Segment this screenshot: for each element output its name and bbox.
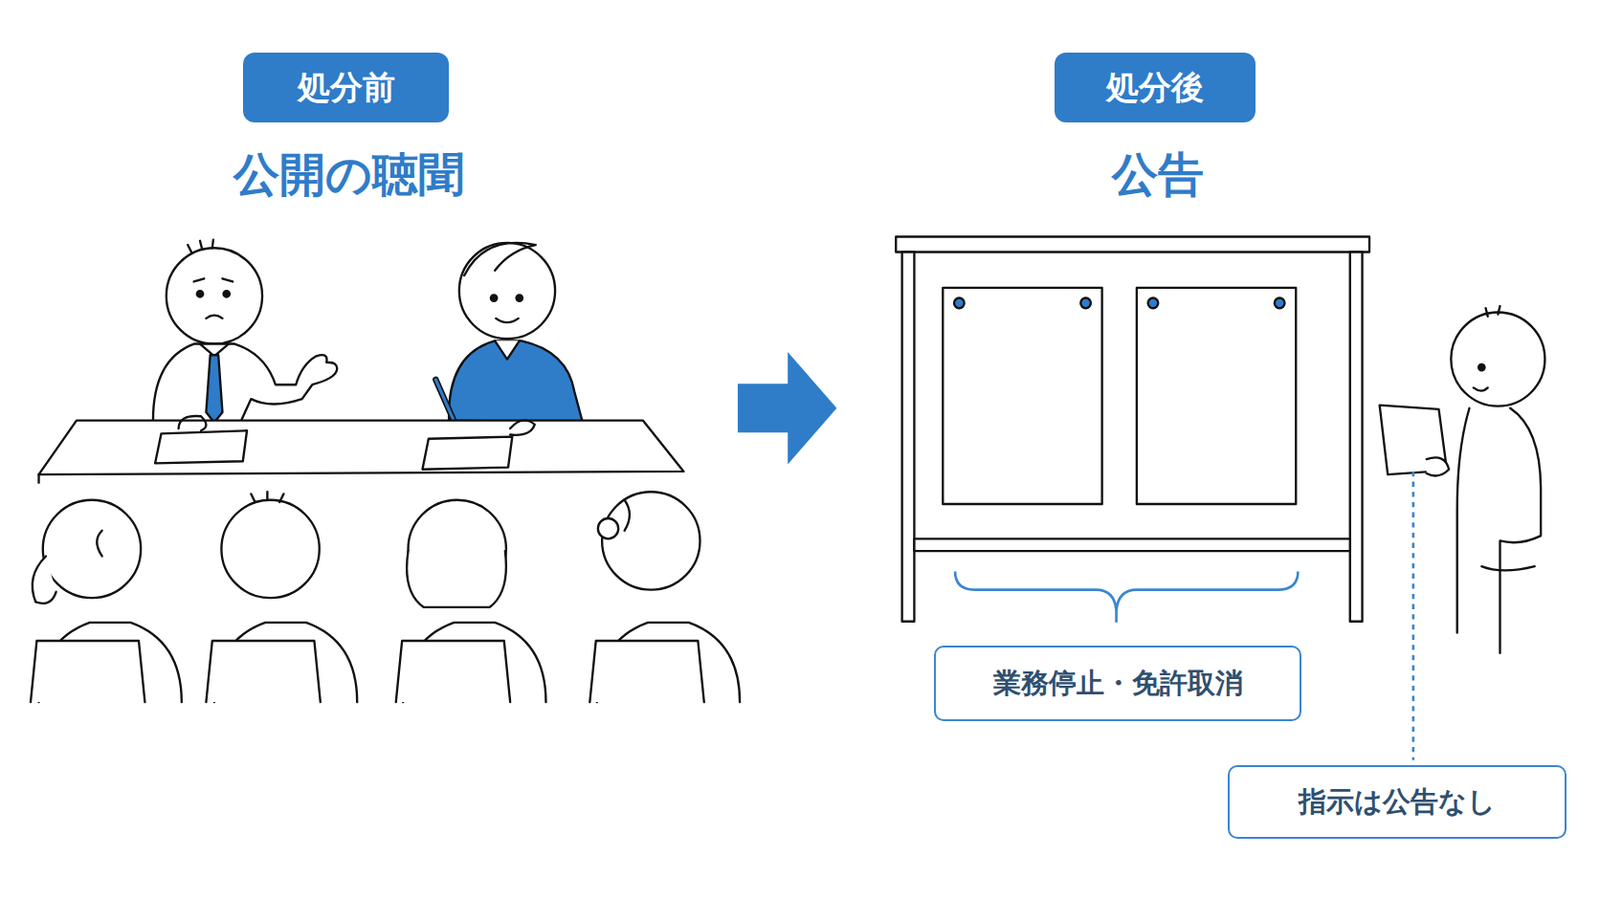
node-text: 指示は公告なし	[1298, 783, 1496, 823]
node-text: 処分前	[297, 66, 396, 111]
callout-box: 業務停止・免許取消	[933, 645, 1302, 722]
stage-pill: 処分前	[243, 52, 449, 123]
node-text: 業務停止・免許取消	[993, 665, 1244, 704]
section-heading: 公開の聴聞	[233, 144, 465, 206]
stage-pill: 処分後	[1054, 52, 1256, 123]
node-text: 処分後	[1106, 66, 1204, 111]
section-heading: 公告	[1111, 144, 1204, 206]
callout-box: 指示は公告なし	[1227, 765, 1567, 840]
